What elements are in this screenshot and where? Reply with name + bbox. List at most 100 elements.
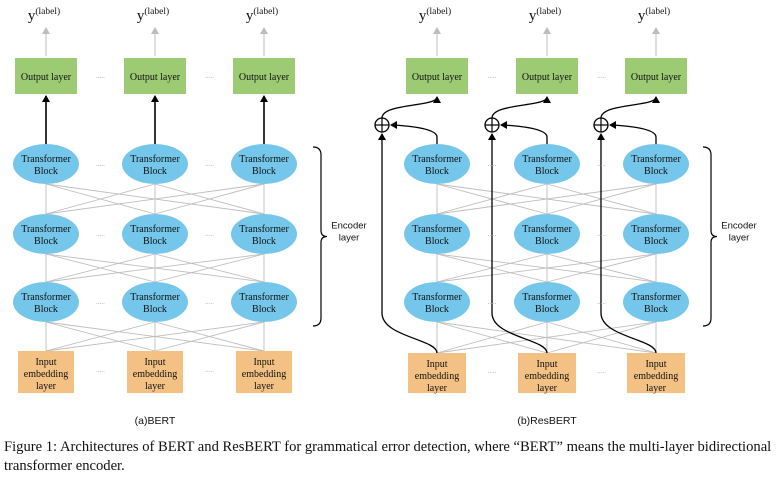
ellipsis-dots: ..... [96, 160, 105, 168]
transformer-label-line1: Transformer [239, 154, 289, 165]
input-label-line1: Input [35, 357, 56, 368]
transformer-block [404, 144, 470, 184]
input-label-line1: Input [426, 359, 447, 370]
sum-to-output-path [491, 96, 551, 119]
transformer-label-line2: Block [425, 236, 449, 247]
transformer-label-line1: Transformer [21, 292, 71, 303]
encoder-bracket [312, 146, 328, 327]
output-layer-box [406, 58, 468, 94]
output-layer-box [516, 58, 578, 94]
ellipsis-dots: ..... [597, 160, 606, 168]
transformer-block [623, 214, 689, 254]
input-label-line2: embedding [133, 369, 177, 380]
transformer-label-line1: Transformer [239, 224, 289, 235]
transformer-label-line2: Block [425, 166, 449, 177]
output-layer-label: Output layer [239, 72, 290, 83]
input-label-line1: Input [645, 359, 666, 370]
transformer-label-line1: Transformer [130, 292, 180, 303]
input-label-line1: Input [144, 357, 165, 368]
connection-line [436, 321, 657, 354]
encoder-label-line1: Encoder [721, 221, 756, 232]
input-label-line2: embedding [525, 371, 569, 382]
output-layer-box [233, 58, 295, 94]
input-embedding-box [236, 351, 292, 393]
transformer-block [514, 282, 580, 322]
connection-line [45, 321, 265, 352]
encoder-label-line2: layer [339, 233, 360, 244]
output-layer-label: Output layer [21, 72, 72, 83]
transformer-block [623, 282, 689, 322]
ellipsis-dots: ..... [96, 366, 105, 374]
transformer-label-line2: Block [143, 166, 167, 177]
output-layer-label: Output layer [631, 72, 682, 83]
output-label: y(label) [638, 6, 670, 24]
output-layer-label: Output layer [522, 72, 573, 83]
transformer-label-line2: Block [535, 304, 559, 315]
transformer-block [514, 214, 580, 254]
ellipsis-dots: ..... [488, 298, 497, 306]
output-layer-label: Output layer [412, 72, 463, 83]
input-label-line1: Input [536, 359, 557, 370]
connection-line [45, 253, 156, 283]
transformer-label-line2: Block [34, 304, 58, 315]
connection-line [154, 183, 265, 215]
transformer-label-line2: Block [34, 236, 58, 247]
residual-path [378, 133, 438, 354]
input-label-line3: layer [427, 383, 448, 394]
connection-line [154, 253, 265, 283]
ellipsis-dots: ..... [205, 160, 214, 168]
input-embedding-box [627, 353, 685, 393]
transformer-label-line2: Block [143, 236, 167, 247]
ellipsis-dots: ..... [488, 367, 497, 375]
transformer-block [122, 214, 188, 254]
transformer-label-line2: Block [535, 236, 559, 247]
input-embedding-box [127, 351, 183, 393]
output-label: y(label) [419, 6, 451, 24]
transformer-label-line1: Transformer [412, 154, 462, 165]
connection-line [436, 183, 657, 215]
transformer-block [231, 144, 297, 184]
transformer-label-line2: Block [644, 236, 668, 247]
input-label-line3: layer [646, 383, 667, 394]
ellipsis-dots: ..... [488, 160, 497, 168]
input-embedding-box [18, 351, 74, 393]
transformer-label-line1: Transformer [522, 292, 572, 303]
transformer-label-line1: Transformer [239, 292, 289, 303]
output-layer-box [124, 58, 186, 94]
transformer-block [122, 144, 188, 184]
transformer-block [623, 144, 689, 184]
transformer-label-line1: Transformer [130, 154, 180, 165]
transformer-label-line2: Block [425, 304, 449, 315]
output-layer-box [15, 58, 77, 94]
input-label-line2: embedding [415, 371, 459, 382]
output-label: y(label) [246, 6, 278, 24]
connection-line [546, 321, 657, 354]
transformer-block [13, 282, 79, 322]
input-label-line2: embedding [24, 369, 68, 380]
connection-line [45, 253, 265, 283]
input-label-line1: Input [253, 357, 274, 368]
sum-to-output-path [381, 96, 441, 119]
transformer-block [13, 214, 79, 254]
bert-diagram: InputembeddinglayerInputembeddinglayerIn… [13, 6, 367, 427]
input-embedding-box [408, 353, 466, 393]
ellipsis-dots: ..... [205, 230, 214, 238]
transformer-label-line1: Transformer [21, 154, 71, 165]
transformer-label-line2: Block [252, 236, 276, 247]
ellipsis-dots: ..... [597, 230, 606, 238]
ellipsis-dots: ..... [597, 367, 606, 375]
input-label-line2: embedding [242, 369, 286, 380]
ellipsis-dots: ..... [205, 298, 214, 306]
transformer-block [122, 282, 188, 322]
input-label-line3: layer [537, 383, 558, 394]
encoder-bracket [702, 146, 718, 327]
transformer-label-line1: Transformer [21, 224, 71, 235]
transformer-label-line1: Transformer [522, 224, 572, 235]
transformer-label-line2: Block [644, 304, 668, 315]
transformer-to-sum-path [500, 121, 548, 144]
transformer-label-line2: Block [252, 166, 276, 177]
transformer-label-line1: Transformer [631, 292, 681, 303]
residual-path [488, 133, 548, 354]
transformer-label-line1: Transformer [412, 292, 462, 303]
transformer-label-line2: Block [252, 304, 276, 315]
